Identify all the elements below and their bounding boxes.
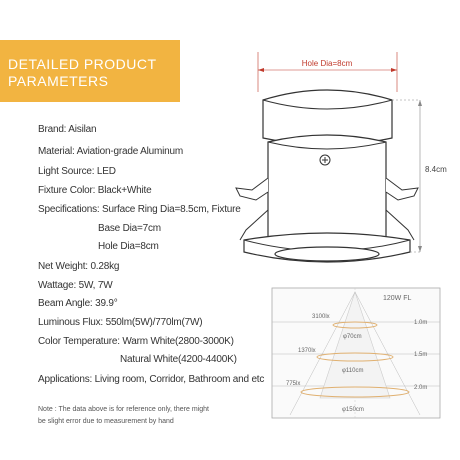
spring-clips xyxy=(235,177,419,241)
beam-dia-2: φ110cm xyxy=(342,368,363,374)
beam-lux-3: 775lx xyxy=(286,381,300,387)
beam-header: 120W FL xyxy=(383,295,412,302)
parameters-banner: DETAILED PRODUCT PARAMETERS xyxy=(0,40,180,102)
height-dimension: 8.4cm xyxy=(392,99,447,253)
hole-dia-dimension: Hole Dia=8cm xyxy=(257,52,398,92)
spec-light-source: Light Source: LED xyxy=(38,166,116,177)
spec-color-temperature: Color Temperature: Warm White(2800-3000K… xyxy=(38,336,234,347)
spec-hole-dia: Hole Dia=8cm xyxy=(98,241,159,252)
beam-dist-3: 2.0m xyxy=(414,385,427,391)
spec-beam-angle: Beam Angle: 39.9° xyxy=(38,298,118,309)
beam-dia-3: φ150cm xyxy=(342,407,364,413)
beam-lux-2: 1370lx xyxy=(298,348,316,354)
beam-dist-1: 1.0m xyxy=(414,320,427,326)
spec-natural-white: Natural White(4200-4400K) xyxy=(120,354,237,365)
spec-wattage: Wattage: 5W, 7W xyxy=(38,280,113,291)
spec-material: Material: Aviation-grade Aluminum xyxy=(38,146,183,157)
spec-brand: Brand: Aisilan xyxy=(38,124,97,135)
beam-dist-2: 1.5m xyxy=(414,352,427,358)
note-line1: Note : The data above is for reference o… xyxy=(38,406,209,413)
height-label: 8.4cm xyxy=(425,165,447,174)
beam-lux-1: 3100lx xyxy=(312,314,330,320)
fixture-body xyxy=(267,134,387,246)
fixture-top-cap xyxy=(262,89,393,146)
banner-title-line2: PARAMETERS xyxy=(8,73,109,89)
beam-chart: 120W FL 3100lx φ70cm 1.0m 1370lx φ110cm … xyxy=(271,287,441,419)
spec-fixture-color: Fixture Color: Black+White xyxy=(38,185,152,196)
banner-title-line1: DETAILED PRODUCT xyxy=(8,56,157,72)
spec-applications: Applications: Living room, Corridor, Bat… xyxy=(38,374,265,385)
spec-net-weight: Net Weight: 0.28kg xyxy=(38,261,120,272)
spec-luminous-flux: Luminous Flux: 550lm(5W)/770lm(7W) xyxy=(38,317,203,328)
spec-base-dia: Base Dia=7cm xyxy=(98,223,161,234)
spec-specifications: Specifications: Surface Ring Dia=8.5cm, … xyxy=(38,204,241,215)
surface-ring xyxy=(243,232,411,263)
hole-dia-label: Hole Dia=8cm xyxy=(302,59,353,68)
note-line2: be slight error due to measurement by ha… xyxy=(38,418,174,425)
beam-dia-1: φ70cm xyxy=(343,334,362,340)
